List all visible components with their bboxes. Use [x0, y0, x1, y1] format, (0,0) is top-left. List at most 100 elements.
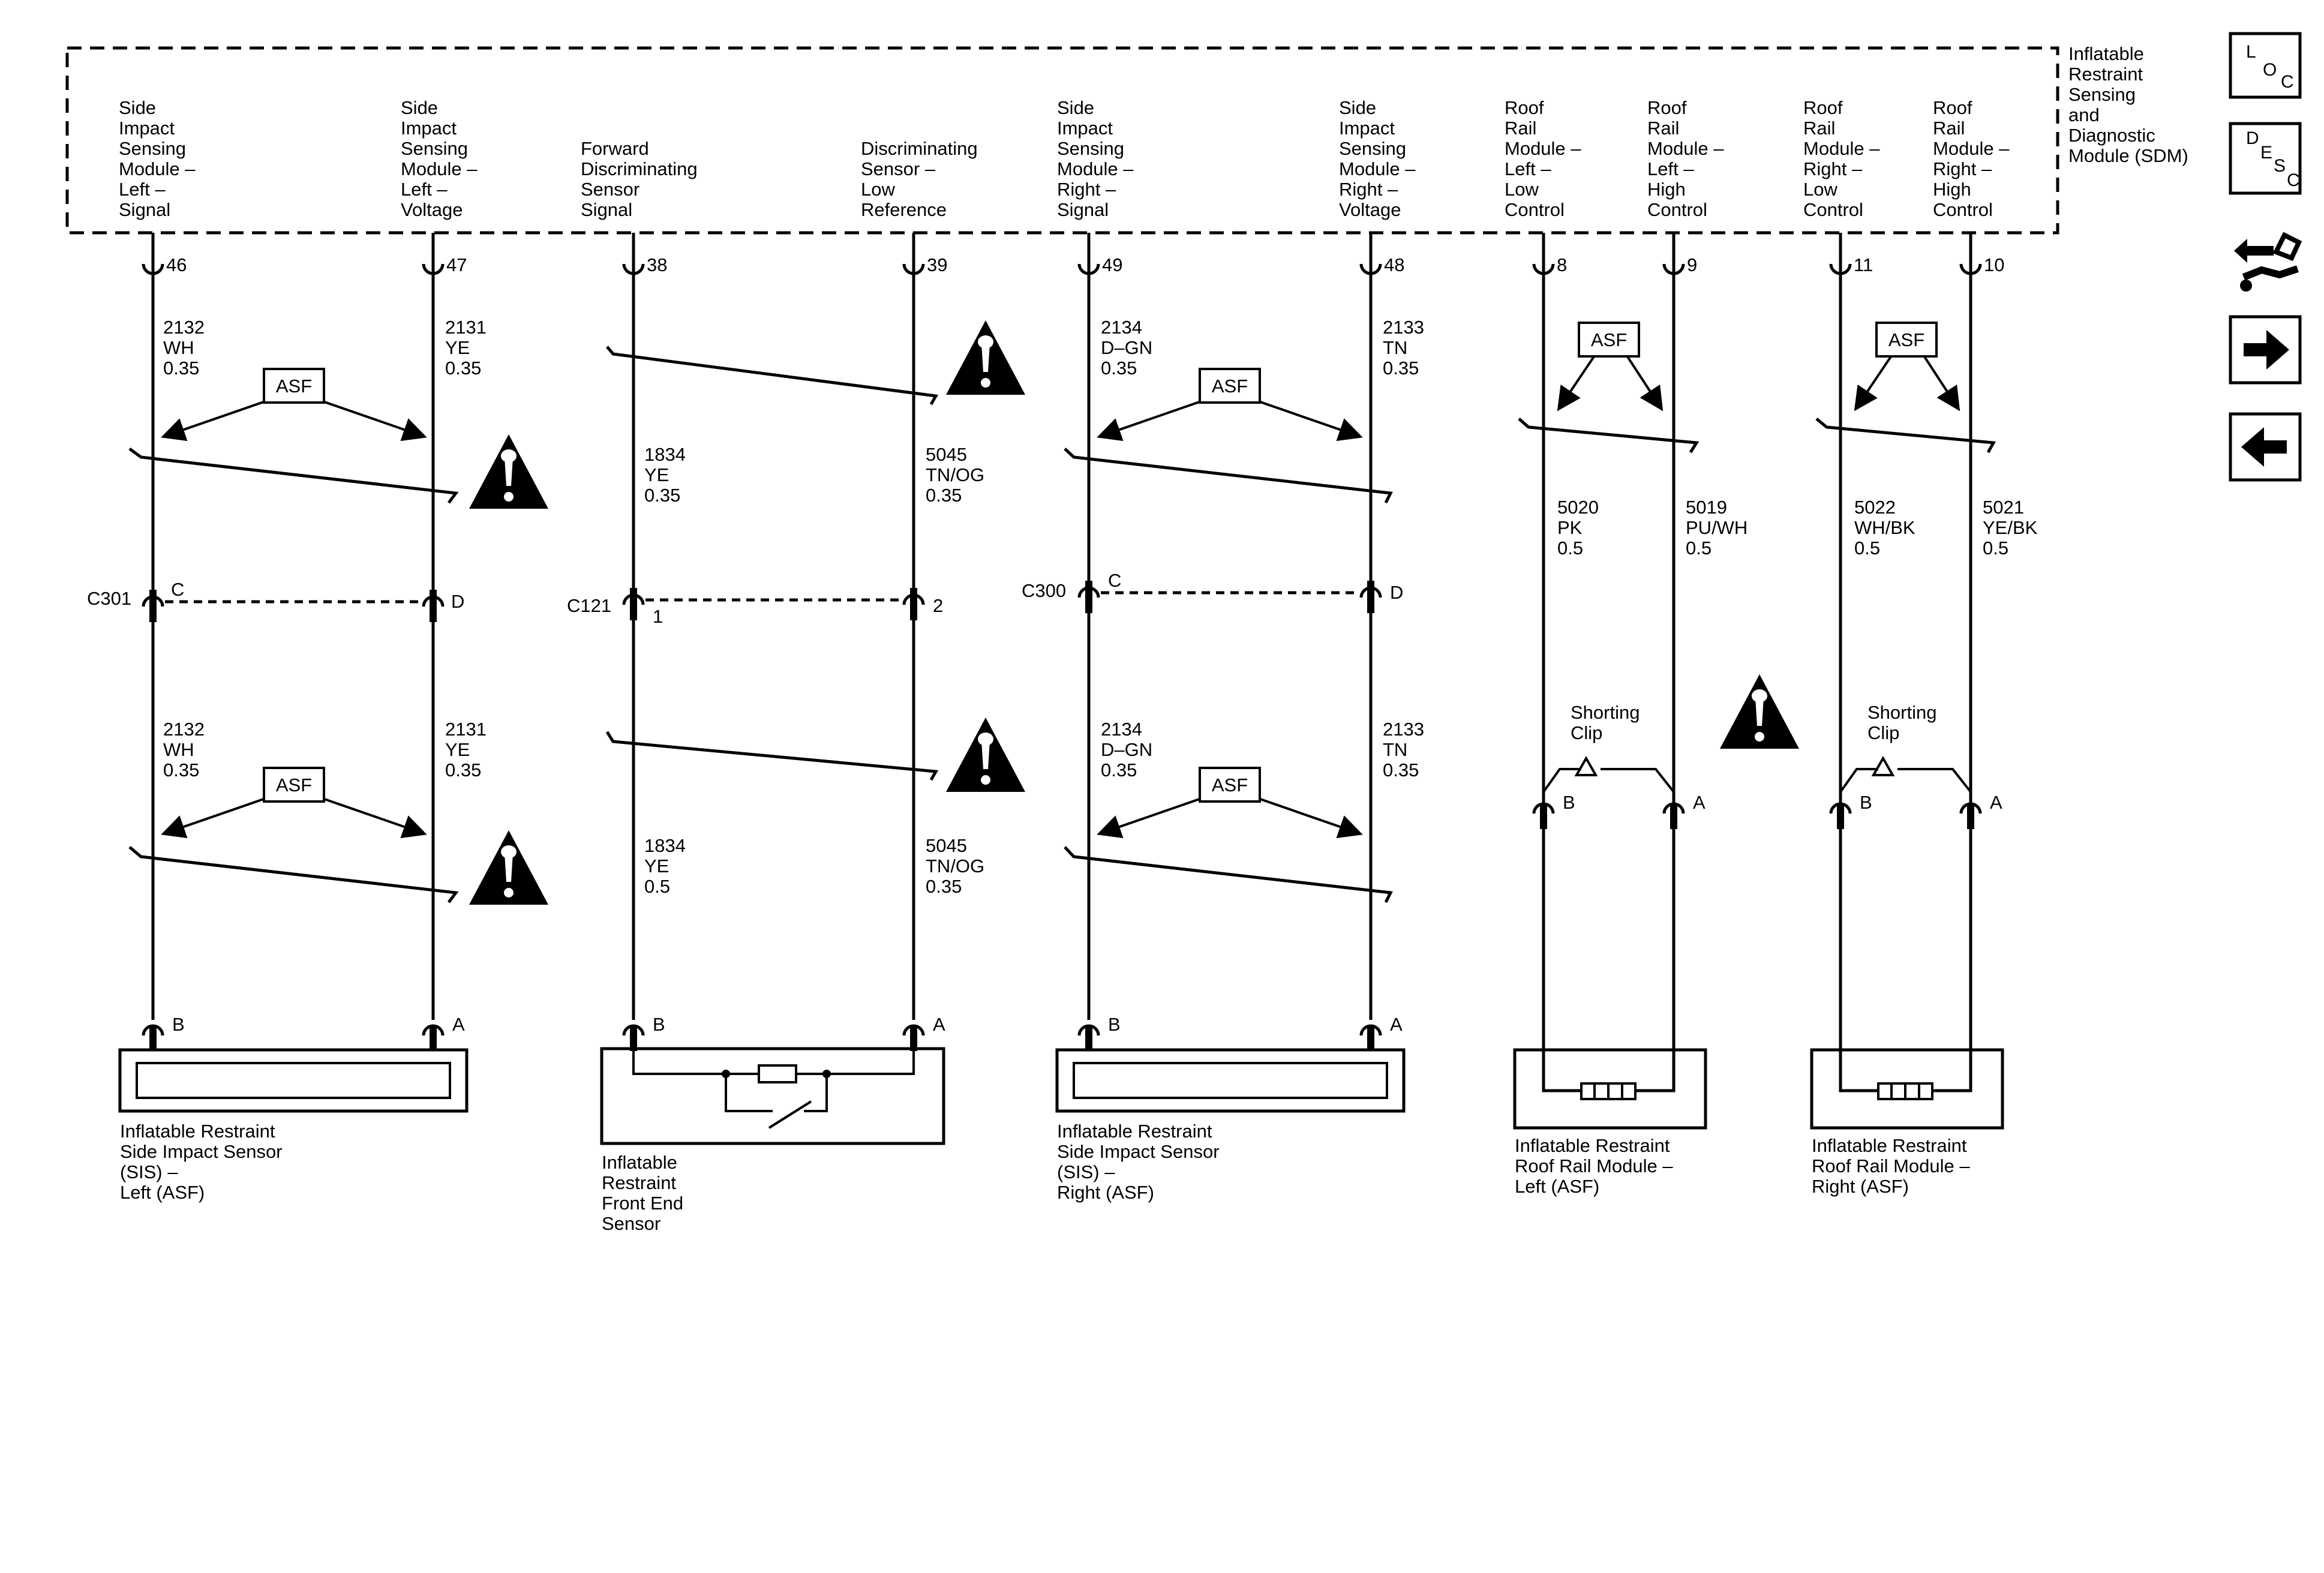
component-pin-terminal: [1829, 802, 1852, 814]
sdm-pin-number: 46: [166, 254, 187, 275]
connector-pin: C: [171, 579, 184, 600]
sdm-pin-number: 11: [1854, 254, 1873, 275]
svg-text:ASF: ASF: [1212, 775, 1248, 795]
warning-icon: [469, 830, 548, 905]
component-pin-terminal: [902, 1024, 925, 1036]
loc-icon: LOC: [2246, 42, 2294, 92]
component-pin-letter: A: [933, 1014, 945, 1035]
warning-icon: [946, 718, 1025, 792]
warning-icon: [1720, 674, 1799, 749]
sdm-pin-number: 8: [1557, 254, 1567, 275]
roof-rail-left-box: [1513, 1048, 1707, 1130]
bundle-break-lines: [128, 346, 1996, 903]
sis-left-box: [118, 1048, 469, 1113]
svg-text:ASF: ASF: [276, 775, 312, 795]
connector-name: C301: [87, 588, 131, 609]
asf-boxes: ASF ASF ASF ASF ASF ASF: [263, 322, 1938, 803]
sdm-module-box: [65, 46, 2059, 235]
component-pin-letter: B: [1860, 792, 1872, 813]
component-pin-terminal: [142, 1024, 164, 1036]
component-pin-letter: A: [452, 1014, 465, 1035]
sdm-pin-number: 49: [1102, 254, 1122, 275]
sdm-pin-number: 9: [1687, 254, 1697, 275]
svg-text:ASF: ASF: [1888, 329, 1924, 350]
component-pin-terminal: [1532, 802, 1555, 814]
connector-pin: D: [1390, 582, 1403, 603]
back-arrow-icon: [2241, 427, 2287, 467]
desc-button[interactable]: DESC: [2229, 122, 2302, 195]
sdm-pin-number: 10: [1984, 254, 2004, 275]
component-pin-letter: B: [1108, 1014, 1121, 1035]
front-end-sensor-box: [600, 1047, 945, 1145]
roof-rail-right-box: [1810, 1048, 2004, 1130]
component-pin-letter: B: [1563, 792, 1575, 813]
component-pin-letter: A: [1693, 792, 1706, 813]
back-button[interactable]: [2229, 412, 2302, 482]
component-pin-terminal: [1662, 802, 1685, 814]
next-button[interactable]: [2229, 315, 2302, 385]
component-pin-letter: A: [1390, 1014, 1403, 1035]
shorting-clips: [1542, 755, 1972, 793]
connector-icon: [2234, 232, 2302, 292]
connector-pin: C: [1108, 570, 1121, 591]
svg-text:ASF: ASF: [276, 376, 312, 397]
nav-buttons: LOC DESC: [2227, 32, 2304, 482]
asf-tag: ASF: [1875, 322, 1938, 358]
asf-tag: ASF: [1199, 368, 1261, 404]
svg-text:ASF: ASF: [1591, 329, 1627, 350]
wires: [151, 263, 1972, 1020]
asf-tag: ASF: [263, 767, 325, 803]
desc-icon: DESC: [2246, 128, 2300, 190]
asf-tag: ASF: [1578, 322, 1640, 358]
connector-button[interactable]: [2227, 213, 2304, 296]
connector-pin: 2: [933, 595, 943, 616]
component-pin-terminal: [1359, 1024, 1382, 1036]
connector-name: C300: [1022, 580, 1066, 601]
connector-pin: 1: [653, 606, 663, 627]
component-pin-terminal: [622, 1024, 645, 1036]
component-pin-letter: B: [172, 1014, 185, 1035]
sdm-pin-number: 48: [1384, 254, 1404, 275]
sdm-pin-number: 39: [927, 254, 947, 275]
connector-pin: D: [451, 591, 464, 612]
loc-button[interactable]: LOC: [2229, 32, 2302, 99]
sdm-pin-number: 47: [446, 254, 467, 275]
component-pin-letter: B: [653, 1014, 665, 1035]
warning-icon: [946, 320, 1025, 395]
